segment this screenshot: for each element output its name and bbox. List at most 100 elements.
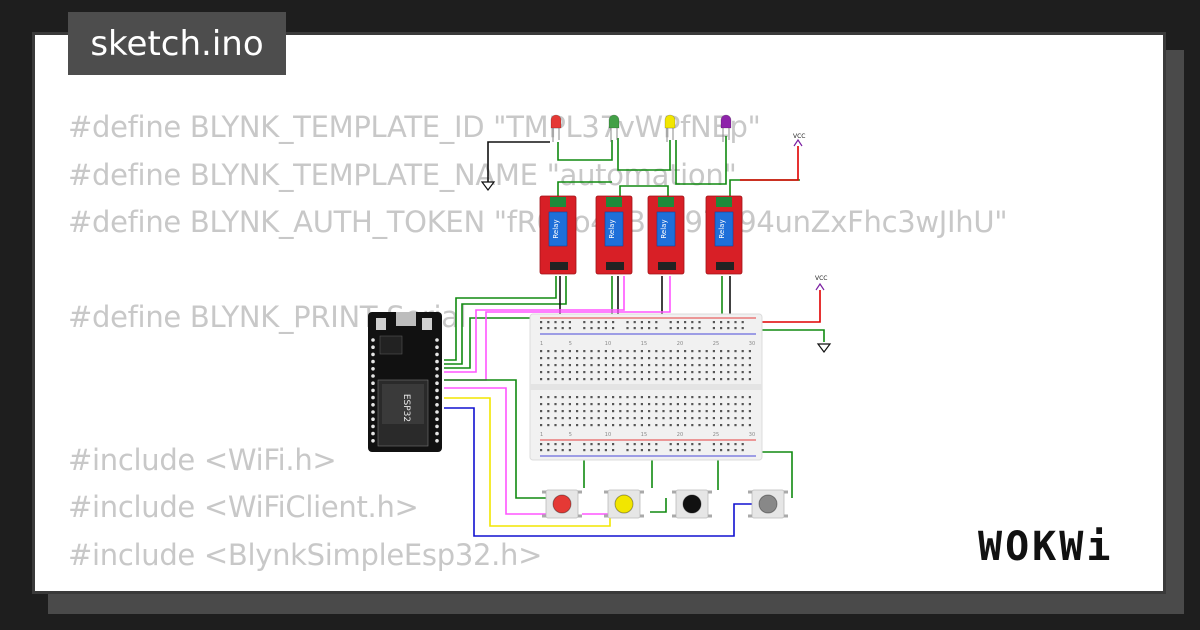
breadboard-hole — [720, 350, 723, 353]
breadboard-hole — [684, 350, 687, 353]
relay-label: Relay — [552, 219, 560, 238]
breadboard-hole — [612, 443, 615, 446]
breadboard-hole — [576, 371, 579, 374]
wire — [740, 146, 799, 181]
breadboard-hole — [727, 424, 730, 427]
breadboard-hole — [734, 327, 737, 330]
breadboard-hole — [540, 364, 543, 367]
breadboard-hole — [554, 396, 557, 399]
breadboard-hole — [619, 350, 622, 353]
wire — [487, 141, 550, 182]
breadboard-hole — [547, 417, 550, 420]
breadboard-hole — [705, 364, 708, 367]
ground-symbol — [816, 343, 832, 353]
breadboard-hole — [712, 378, 715, 381]
breadboard-hole — [712, 403, 715, 406]
breadboard-hole — [540, 424, 543, 427]
wires — [444, 136, 825, 537]
file-tab[interactable]: sketch.ino — [68, 12, 286, 75]
breadboard-hole — [684, 378, 687, 381]
breadboard-hole — [712, 449, 715, 452]
breadboard-hole — [741, 378, 744, 381]
breadboard-hole — [720, 357, 723, 360]
breadboard-hole — [720, 417, 723, 420]
breadboard-hole — [691, 378, 694, 381]
breadboard-hole — [540, 417, 543, 420]
breadboard-hole — [619, 364, 622, 367]
breadboard-hole — [619, 357, 622, 360]
breadboard-hole — [640, 424, 643, 427]
push-button[interactable] — [748, 489, 788, 519]
breadboard-hole — [748, 396, 751, 399]
breadboard-hole — [691, 350, 694, 353]
breadboard-hole — [576, 410, 579, 413]
breadboard-hole — [604, 449, 607, 452]
breadboard-hole — [576, 417, 579, 420]
breadboard-hole — [655, 443, 658, 446]
breadboard-hole — [583, 424, 586, 427]
relay-module: Relay — [539, 195, 577, 275]
esp32-pin — [371, 410, 375, 414]
breadboard-hole — [720, 443, 723, 446]
esp32-pin — [371, 424, 375, 429]
breadboard-hole — [626, 357, 629, 360]
breadboard-hole — [633, 417, 636, 420]
relay-module: Relay — [705, 195, 743, 275]
breadboard-hole — [590, 357, 593, 360]
breadboard-hole — [676, 378, 679, 381]
breadboard-hole — [691, 364, 694, 367]
breadboard-hole — [691, 403, 694, 406]
breadboard-hole — [626, 449, 629, 452]
breadboard-hole — [554, 417, 557, 420]
breadboard-hole — [698, 364, 701, 367]
breadboard-hole — [626, 364, 629, 367]
breadboard-hole — [554, 327, 557, 330]
breadboard-hole — [705, 350, 708, 353]
breadboard-hole — [568, 350, 571, 353]
esp32-pin — [371, 359, 375, 364]
wire — [582, 498, 611, 515]
breadboard-hole — [698, 443, 701, 446]
wire — [746, 329, 825, 342]
breadboard-number: 15 — [641, 341, 647, 347]
esp32-pin — [371, 439, 375, 443]
breadboard-hole — [648, 364, 651, 367]
wire — [444, 387, 548, 515]
breadboard-hole — [741, 417, 744, 420]
esp32-pin — [435, 338, 439, 342]
breadboard-hole — [576, 424, 579, 427]
breadboard-hole — [698, 371, 701, 374]
esp32-pin — [371, 338, 375, 342]
push-button[interactable] — [672, 489, 712, 519]
breadboard-hole — [734, 424, 737, 427]
breadboard-hole — [734, 321, 737, 324]
breadboard-hole — [604, 321, 607, 324]
breadboard-hole — [633, 364, 636, 367]
power-symbols: VCC VCC — [480, 133, 832, 353]
wire — [557, 181, 612, 200]
breadboard-hole — [583, 357, 586, 360]
push-button[interactable] — [542, 489, 582, 519]
breadboard-number: 20 — [677, 341, 683, 347]
push-button[interactable] — [604, 489, 644, 519]
breadboard-hole — [547, 371, 550, 374]
breadboard-hole — [712, 396, 715, 399]
esp32-pin — [435, 417, 439, 422]
breadboard-hole — [669, 371, 672, 374]
breadboard-hole — [561, 364, 564, 367]
breadboard-hole — [705, 410, 708, 413]
breadboard-hole — [669, 364, 672, 367]
breadboard-hole — [720, 378, 723, 381]
breadboard-hole — [748, 378, 751, 381]
breadboard-hole — [554, 378, 557, 381]
led — [664, 114, 676, 142]
breadboard-hole — [676, 443, 679, 446]
breadboard-hole — [684, 321, 687, 324]
breadboard-hole — [561, 410, 564, 413]
esp32-pin — [435, 381, 439, 386]
breadboard-hole — [748, 403, 751, 406]
breadboard-hole — [561, 327, 564, 330]
breadboard-hole — [547, 443, 550, 446]
breadboard-hole — [612, 396, 615, 399]
breadboard-hole — [698, 357, 701, 360]
